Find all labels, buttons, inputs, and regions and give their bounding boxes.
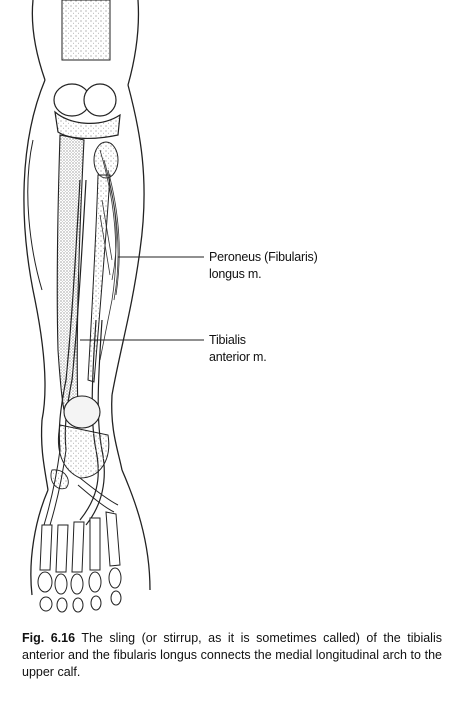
leg-outline (23, 0, 151, 596)
label-peroneus-line2: longus m. (209, 267, 262, 281)
label-peroneus-longus: Peroneus (Fibularis) longus m. (209, 249, 318, 283)
label-tibialis-line1: Tibialis (209, 333, 246, 347)
label-tibialis-line2: anterior m. (209, 350, 267, 364)
phalanges (37, 567, 122, 613)
leg-anatomy-illustration (23, 0, 204, 613)
patella-condyles (53, 83, 121, 139)
caption-text: The sling (or stirrup, as it is sometime… (22, 631, 442, 679)
label-tibialis-anterior: Tibialis anterior m. (209, 332, 267, 366)
ankle-bones (50, 395, 110, 490)
figure-caption: Fig. 6.16 The sling (or stirrup, as it i… (22, 630, 442, 681)
femur (61, 0, 111, 61)
metatarsals (39, 511, 121, 573)
figure-number: Fig. 6.16 (22, 631, 76, 645)
peroneus-longus-muscle (99, 149, 120, 361)
foot-tendons (43, 449, 119, 526)
label-peroneus-line1: Peroneus (Fibularis) (209, 250, 318, 264)
fibula (87, 174, 111, 383)
